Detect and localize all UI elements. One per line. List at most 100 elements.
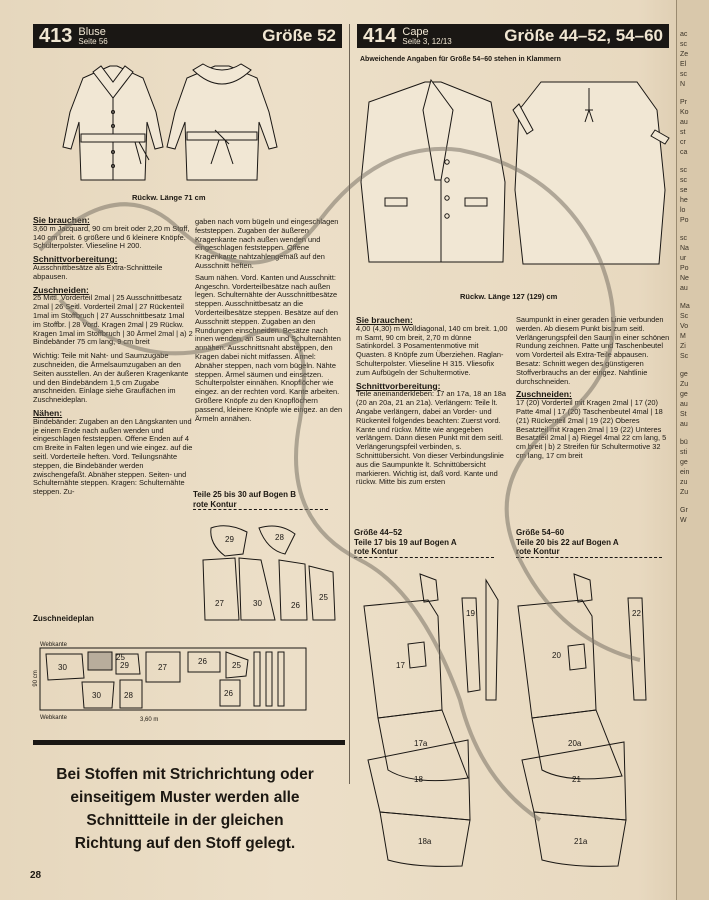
piece-label: 25 — [319, 593, 328, 602]
edge-fragment: Ne — [680, 275, 689, 282]
note-line: Bei Stoffen mit Strichrichtung oder — [56, 766, 314, 783]
edge-fragment: sc — [680, 71, 687, 78]
edge-fragment: se — [680, 187, 688, 194]
note-line: Richtung auf den Stoff gelegt. — [74, 835, 296, 852]
section-text: 4,00 (4,30) m Wolldiagonal, 140 cm breit… — [356, 323, 508, 377]
left-size: Größe 44–52 — [354, 528, 403, 537]
plan-label: 29 — [120, 661, 129, 670]
pattern-414-instructions-col2: Saumpunkt in einer geraden Linie verbund… — [516, 315, 672, 461]
pattern-414-page-ref: Seite 3, 12/13 — [402, 36, 452, 46]
gray-contour-overlay — [38, 146, 641, 822]
pattern-414-right-parts-diagram: 20 22 20a 21 21a — [517, 573, 647, 867]
edge-fragment: Ze — [680, 51, 689, 58]
piece-label: 19 — [466, 609, 475, 618]
edge-fragment: ur — [680, 255, 687, 262]
plan-label: 26 — [198, 657, 207, 666]
section-heading: Sie brauchen: — [356, 315, 413, 325]
right-size: Größe 54–60 — [516, 528, 565, 537]
edge-fragment: au — [680, 285, 688, 292]
section-text: Saumpunkt in einer geraden Linie verbund… — [516, 315, 670, 386]
edge-fragment: Na — [680, 245, 689, 252]
edge-fragment: Sc — [680, 353, 689, 360]
piece-label: 17a — [414, 739, 428, 748]
piece-label: 29 — [225, 535, 234, 544]
edge-fragment: Po — [680, 217, 689, 224]
edge-fragment: lo — [680, 207, 686, 214]
pattern-414-right-parts: Größe 54–60 Teile 20 bis 22 auf Bogen A … — [516, 528, 662, 558]
edge-fragment: st — [680, 129, 686, 136]
piece-label: 21a — [574, 837, 588, 846]
piece-label: 18 — [414, 775, 423, 784]
piece-label: 18a — [418, 837, 432, 846]
edge-fragment: cr — [680, 139, 686, 146]
edge-fragment: sc — [680, 41, 687, 48]
section-heading: Sie brauchen: — [33, 215, 90, 225]
pattern-413-title-block: Bluse Seite 56 — [78, 26, 108, 46]
edge-fragment: ge — [680, 459, 688, 466]
section-heading: Schnittvorbereitung: — [33, 254, 118, 265]
pattern-413-instructions-col1: Sie brauchen: 3,60 m Jacquard, 90 cm bre… — [33, 212, 193, 497]
pattern-414-name: Cape — [402, 25, 429, 38]
section-text: 17 (20) Vorderteil mit Kragen 2mal | 17 … — [516, 398, 667, 460]
cutting-plan-length: 3,60 m — [140, 717, 159, 723]
bottom-rule — [33, 740, 345, 745]
section-text: Bindebänder: Zugaben an den Längskanten … — [33, 416, 193, 497]
pattern-413-parts-title: Teile 25 bis 30 auf Bogen B rote Kontur — [193, 490, 328, 510]
edge-fragment: ge — [680, 391, 688, 398]
plan-label: 27 — [158, 663, 167, 672]
pattern-414-left-parts: Größe 44–52 Teile 17 bis 19 auf Bogen A … — [354, 528, 494, 558]
piece-label: 20 — [552, 651, 561, 660]
piece-label: 26 — [291, 601, 300, 610]
pattern-413-number: 413 — [39, 24, 73, 47]
pattern-413-page-ref: Seite 56 — [78, 36, 108, 46]
edge-fragment: Sc — [680, 313, 689, 320]
edge-fragment: ein — [680, 469, 690, 476]
cutting-plan-selvedge-top: Webkante — [40, 642, 67, 648]
edge-fragment: Pr — [680, 99, 687, 106]
pattern-414-instructions-col1: Sie brauchen: 4,00 (4,30) m Wolldiagonal… — [356, 312, 508, 487]
pattern-413-header: 413 Bluse Seite 56 Größe 52 — [33, 24, 342, 48]
edge-fragment: ca — [680, 149, 688, 156]
edge-fragment: Zi — [680, 343, 686, 350]
edge-fragment: N — [680, 81, 686, 88]
edge-fragment: au — [680, 421, 688, 428]
right-parts-text: Teile 20 bis 22 auf Bogen A — [516, 537, 619, 547]
edge-fragment: ge — [680, 371, 688, 378]
section-heading: Zuschneiden: — [33, 284, 89, 295]
piece-label: 30 — [253, 599, 262, 608]
edge-fragment: sc — [680, 177, 687, 184]
cutting-plan-selvedge-bottom: Webkante — [40, 715, 67, 721]
edge-fragment: Vo — [680, 323, 689, 330]
plan-label: 30 — [92, 691, 101, 700]
left-parts-text: Teile 17 bis 19 auf Bogen A — [354, 537, 457, 547]
section-text: 25 Mittl. Vorderteil 2mal | 25 Ausschnit… — [33, 293, 193, 347]
grain-direction-note: Bei Stoffen mit Strichrichtung oder eins… — [40, 763, 330, 855]
blouse-illustration — [62, 63, 278, 181]
cape-illustration — [360, 78, 670, 265]
edge-fragment: sti — [680, 449, 687, 456]
pattern-413-instructions-col2: gaben nach vorn bügeln und eingeschlagen… — [195, 217, 343, 423]
note-line: einseitigem Muster werden alle — [70, 789, 300, 806]
column-divider — [349, 24, 350, 784]
edge-fragment: sc — [680, 235, 687, 242]
pattern-414-header: 414 Cape Seite 3, 12/13 Größe 44–52, 54–… — [357, 24, 669, 48]
pattern-414-number: 414 — [363, 24, 397, 47]
note-line: Schnittteile in der gleichen — [86, 812, 284, 829]
piece-label: 22 — [632, 609, 641, 618]
edge-fragment: Gr — [680, 507, 688, 514]
section-text: gaben nach vorn bügeln und eingeschlagen… — [195, 217, 339, 270]
edge-fragment: W — [680, 517, 687, 524]
piece-label: 28 — [275, 533, 284, 542]
cutting-plan-diagram: 30 25 29 27 26 25 30 28 26 — [39, 647, 307, 711]
pattern-413-back-length: Rückw. Länge 71 cm — [132, 193, 206, 202]
cutting-plan-title: Zuschneideplan — [33, 614, 94, 623]
parts-title-text: Teile 25 bis 30 auf Bogen B — [193, 490, 296, 499]
edge-fragment: zu — [680, 479, 688, 486]
plan-label: 28 — [124, 691, 133, 700]
edge-fragment: he — [680, 197, 688, 204]
parts-contour-text: rote Kontur — [193, 500, 328, 510]
piece-label: 17 — [396, 661, 405, 670]
edge-fragment: bü — [680, 439, 688, 446]
